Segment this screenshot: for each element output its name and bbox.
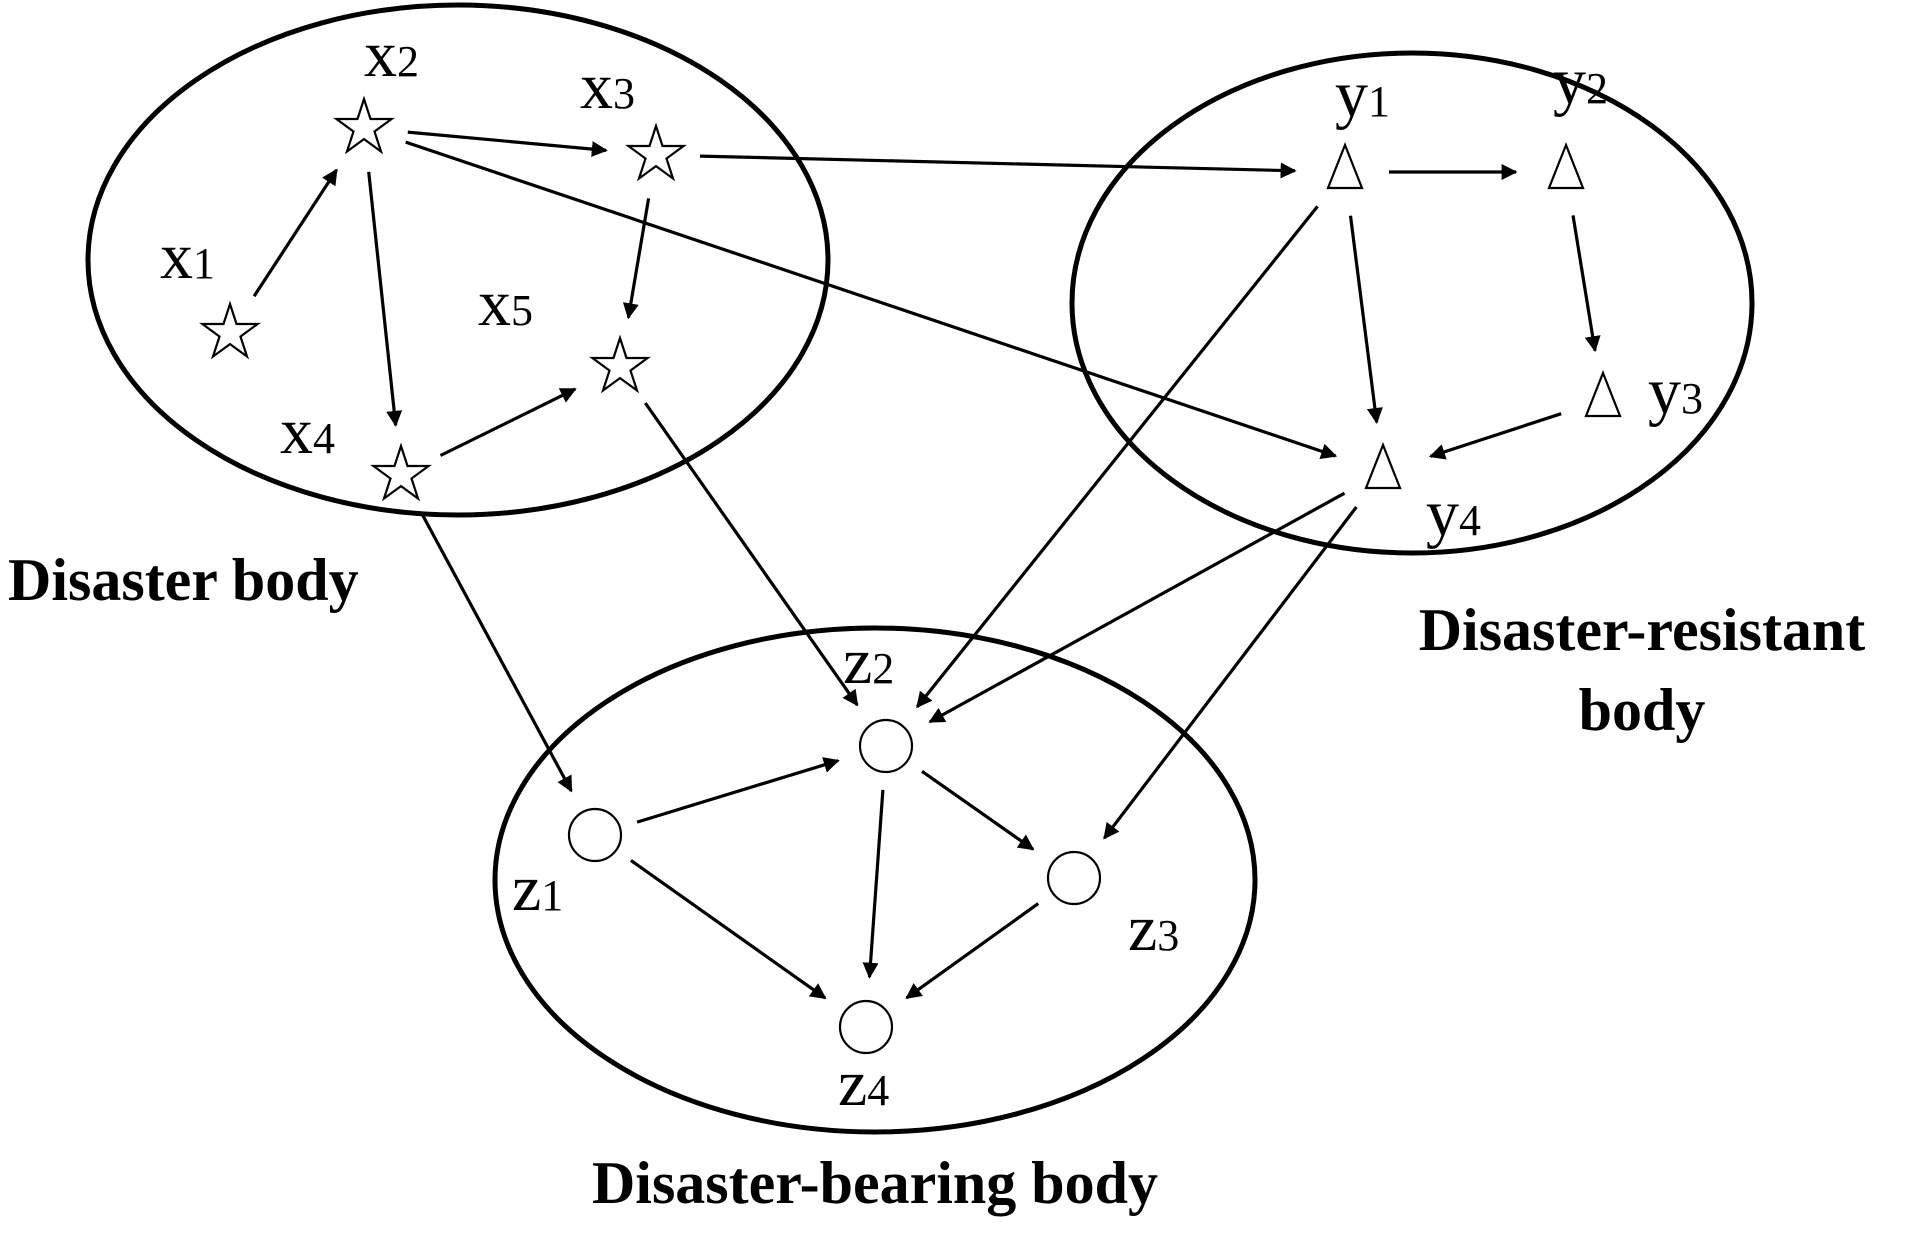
label-z4-letter: z	[838, 1047, 867, 1120]
label-y1-letter: y	[1335, 58, 1368, 131]
node-z1-circle	[567, 807, 623, 863]
node-x4-star	[372, 444, 430, 500]
node-z2-circle	[858, 718, 914, 774]
disaster-body-ellipse	[85, 2, 831, 518]
label-z1-index: 1	[541, 871, 563, 920]
label-z3-index: 3	[1157, 911, 1179, 960]
disaster-bearing-body-ellipse	[492, 625, 1258, 1135]
edge-x2-to-x3	[407, 130, 608, 158]
edge-z2-to-z4	[862, 789, 885, 979]
disaster-resistant-body-ellipse	[1069, 50, 1755, 556]
label-z4: z4	[838, 1047, 889, 1120]
label-y4-letter: y	[1426, 477, 1459, 550]
edge-y1-to-z2	[915, 205, 1319, 709]
label-x5-index: 5	[511, 286, 533, 335]
edge-x1-to-x2	[252, 168, 338, 298]
label-x5: x5	[478, 267, 533, 340]
node-x2-star	[335, 97, 393, 153]
label-y4: y4	[1426, 477, 1481, 550]
label-x1-index: 1	[193, 239, 215, 288]
label-y1: y1	[1335, 58, 1390, 131]
node-y1-triangle	[1326, 142, 1364, 190]
label-y3: y3	[1648, 355, 1703, 428]
disaster-resistant-body-label-line2: body	[1579, 677, 1706, 743]
node-x3-star	[627, 124, 685, 180]
edge-x3-to-y1	[699, 154, 1297, 179]
label-y3-index: 3	[1681, 374, 1703, 423]
label-x2-letter: x	[364, 18, 397, 91]
node-y2-triangle	[1547, 142, 1585, 190]
edge-x5-to-z2	[643, 402, 859, 707]
label-x3: x3	[580, 50, 635, 123]
node-x5-star	[591, 336, 649, 392]
label-x3-index: 3	[613, 69, 635, 118]
label-z3: z3	[1128, 892, 1179, 965]
edge-layer	[252, 130, 1601, 1000]
label-x1: x1	[160, 220, 215, 293]
label-z2: z2	[843, 625, 894, 698]
disaster-resistant-body-label-line1: Disaster-resistant	[1419, 597, 1866, 663]
label-x2: x2	[364, 18, 419, 91]
label-x4: x4	[280, 395, 335, 468]
edge-y4-to-z3	[1103, 506, 1358, 840]
label-x4-index: 4	[313, 414, 335, 463]
node-y4-triangle	[1364, 442, 1402, 490]
label-y2: y2	[1553, 45, 1608, 118]
disaster-bearing-body-label: Disaster-bearing body	[592, 1150, 1158, 1216]
label-x1-letter: x	[160, 220, 193, 293]
label-y4-index: 4	[1459, 496, 1481, 545]
label-x5-letter: x	[478, 267, 511, 340]
label-z2-index: 2	[872, 644, 894, 693]
edge-z2-to-z3	[921, 769, 1035, 851]
disaster-body-label: Disaster body	[8, 547, 359, 613]
node-z3-circle	[1046, 850, 1102, 906]
node-x1-star	[201, 302, 259, 358]
label-z4-index: 4	[867, 1066, 889, 1115]
node-label-layer: x1 x2 x3 x4 x5 y1 y2 y3 y4 z1 z2	[160, 18, 1703, 1120]
label-z1-letter: z	[512, 852, 541, 925]
edge-x4-to-z1	[420, 512, 573, 793]
node-layer	[201, 97, 1622, 1055]
edge-x3-to-x5	[622, 198, 651, 320]
label-x3-letter: x	[580, 50, 613, 123]
label-z1: z1	[512, 852, 563, 925]
edge-x4-to-x5	[439, 387, 577, 457]
edge-x2-to-x4	[367, 171, 403, 427]
edge-x2-to-y4	[405, 140, 1338, 459]
label-x4-letter: x	[280, 395, 313, 468]
edge-y2-to-y3	[1571, 215, 1601, 353]
label-y2-index: 2	[1586, 64, 1608, 113]
label-z2-letter: z	[843, 625, 872, 698]
node-z4-circle	[838, 999, 894, 1055]
edge-z3-to-z4	[905, 902, 1040, 1000]
label-z3-letter: z	[1128, 892, 1157, 965]
label-y3-letter: y	[1648, 355, 1681, 428]
label-y1-index: 1	[1368, 77, 1390, 126]
edge-y3-to-y4	[1428, 412, 1562, 460]
edge-z1-to-z4	[629, 859, 827, 1000]
edge-y1-to-y4	[1348, 215, 1383, 424]
node-y3-triangle	[1584, 370, 1622, 418]
edge-y4-to-z2	[928, 491, 1346, 724]
edge-z1-to-z2	[636, 757, 840, 824]
label-x2-index: 2	[397, 37, 419, 86]
label-y2-letter: y	[1553, 45, 1586, 118]
